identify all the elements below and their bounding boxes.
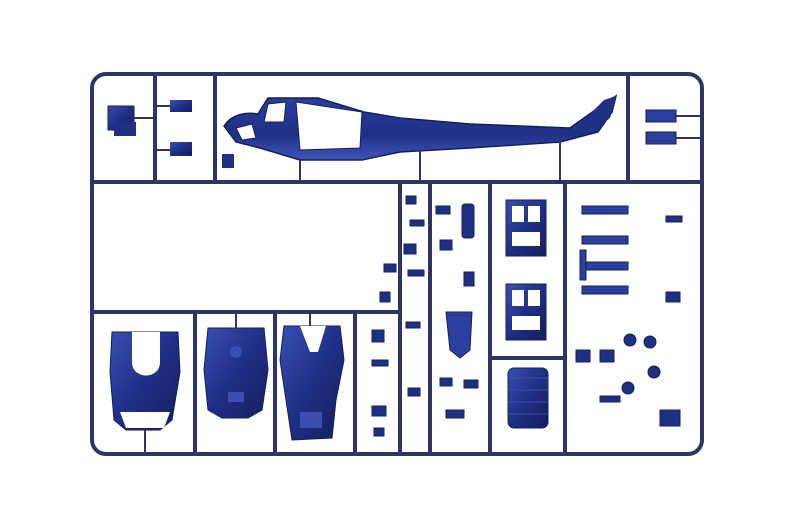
rod-parts	[579, 205, 629, 295]
bracket-part-upper	[155, 100, 192, 112]
small-parts-column-left	[371, 195, 425, 437]
right-small-parts	[575, 215, 683, 427]
cabin-opening	[295, 101, 363, 151]
window-frame-part-lower	[645, 131, 677, 145]
outer-runner	[90, 72, 704, 456]
chassis-panel	[279, 325, 345, 441]
window-frame-part-upper	[645, 109, 677, 123]
door-panel-upper	[505, 199, 547, 257]
door-panel-lower	[505, 283, 547, 341]
small-tab-part	[222, 154, 234, 168]
nose-window	[235, 123, 257, 141]
cockpit-window	[263, 101, 287, 123]
small-parts-column-middle	[435, 203, 479, 419]
seat-frame-part	[445, 311, 473, 359]
cockpit-floor-panel	[109, 331, 181, 431]
tail-fin	[576, 96, 616, 132]
cabin-floor-panel	[203, 327, 269, 419]
engine-cylinder-part	[507, 367, 549, 429]
sprue-frame	[90, 72, 704, 456]
helicopter-fuselage-half	[223, 94, 618, 182]
bracket-part-lower	[155, 142, 192, 156]
small-box-part	[107, 105, 155, 136]
